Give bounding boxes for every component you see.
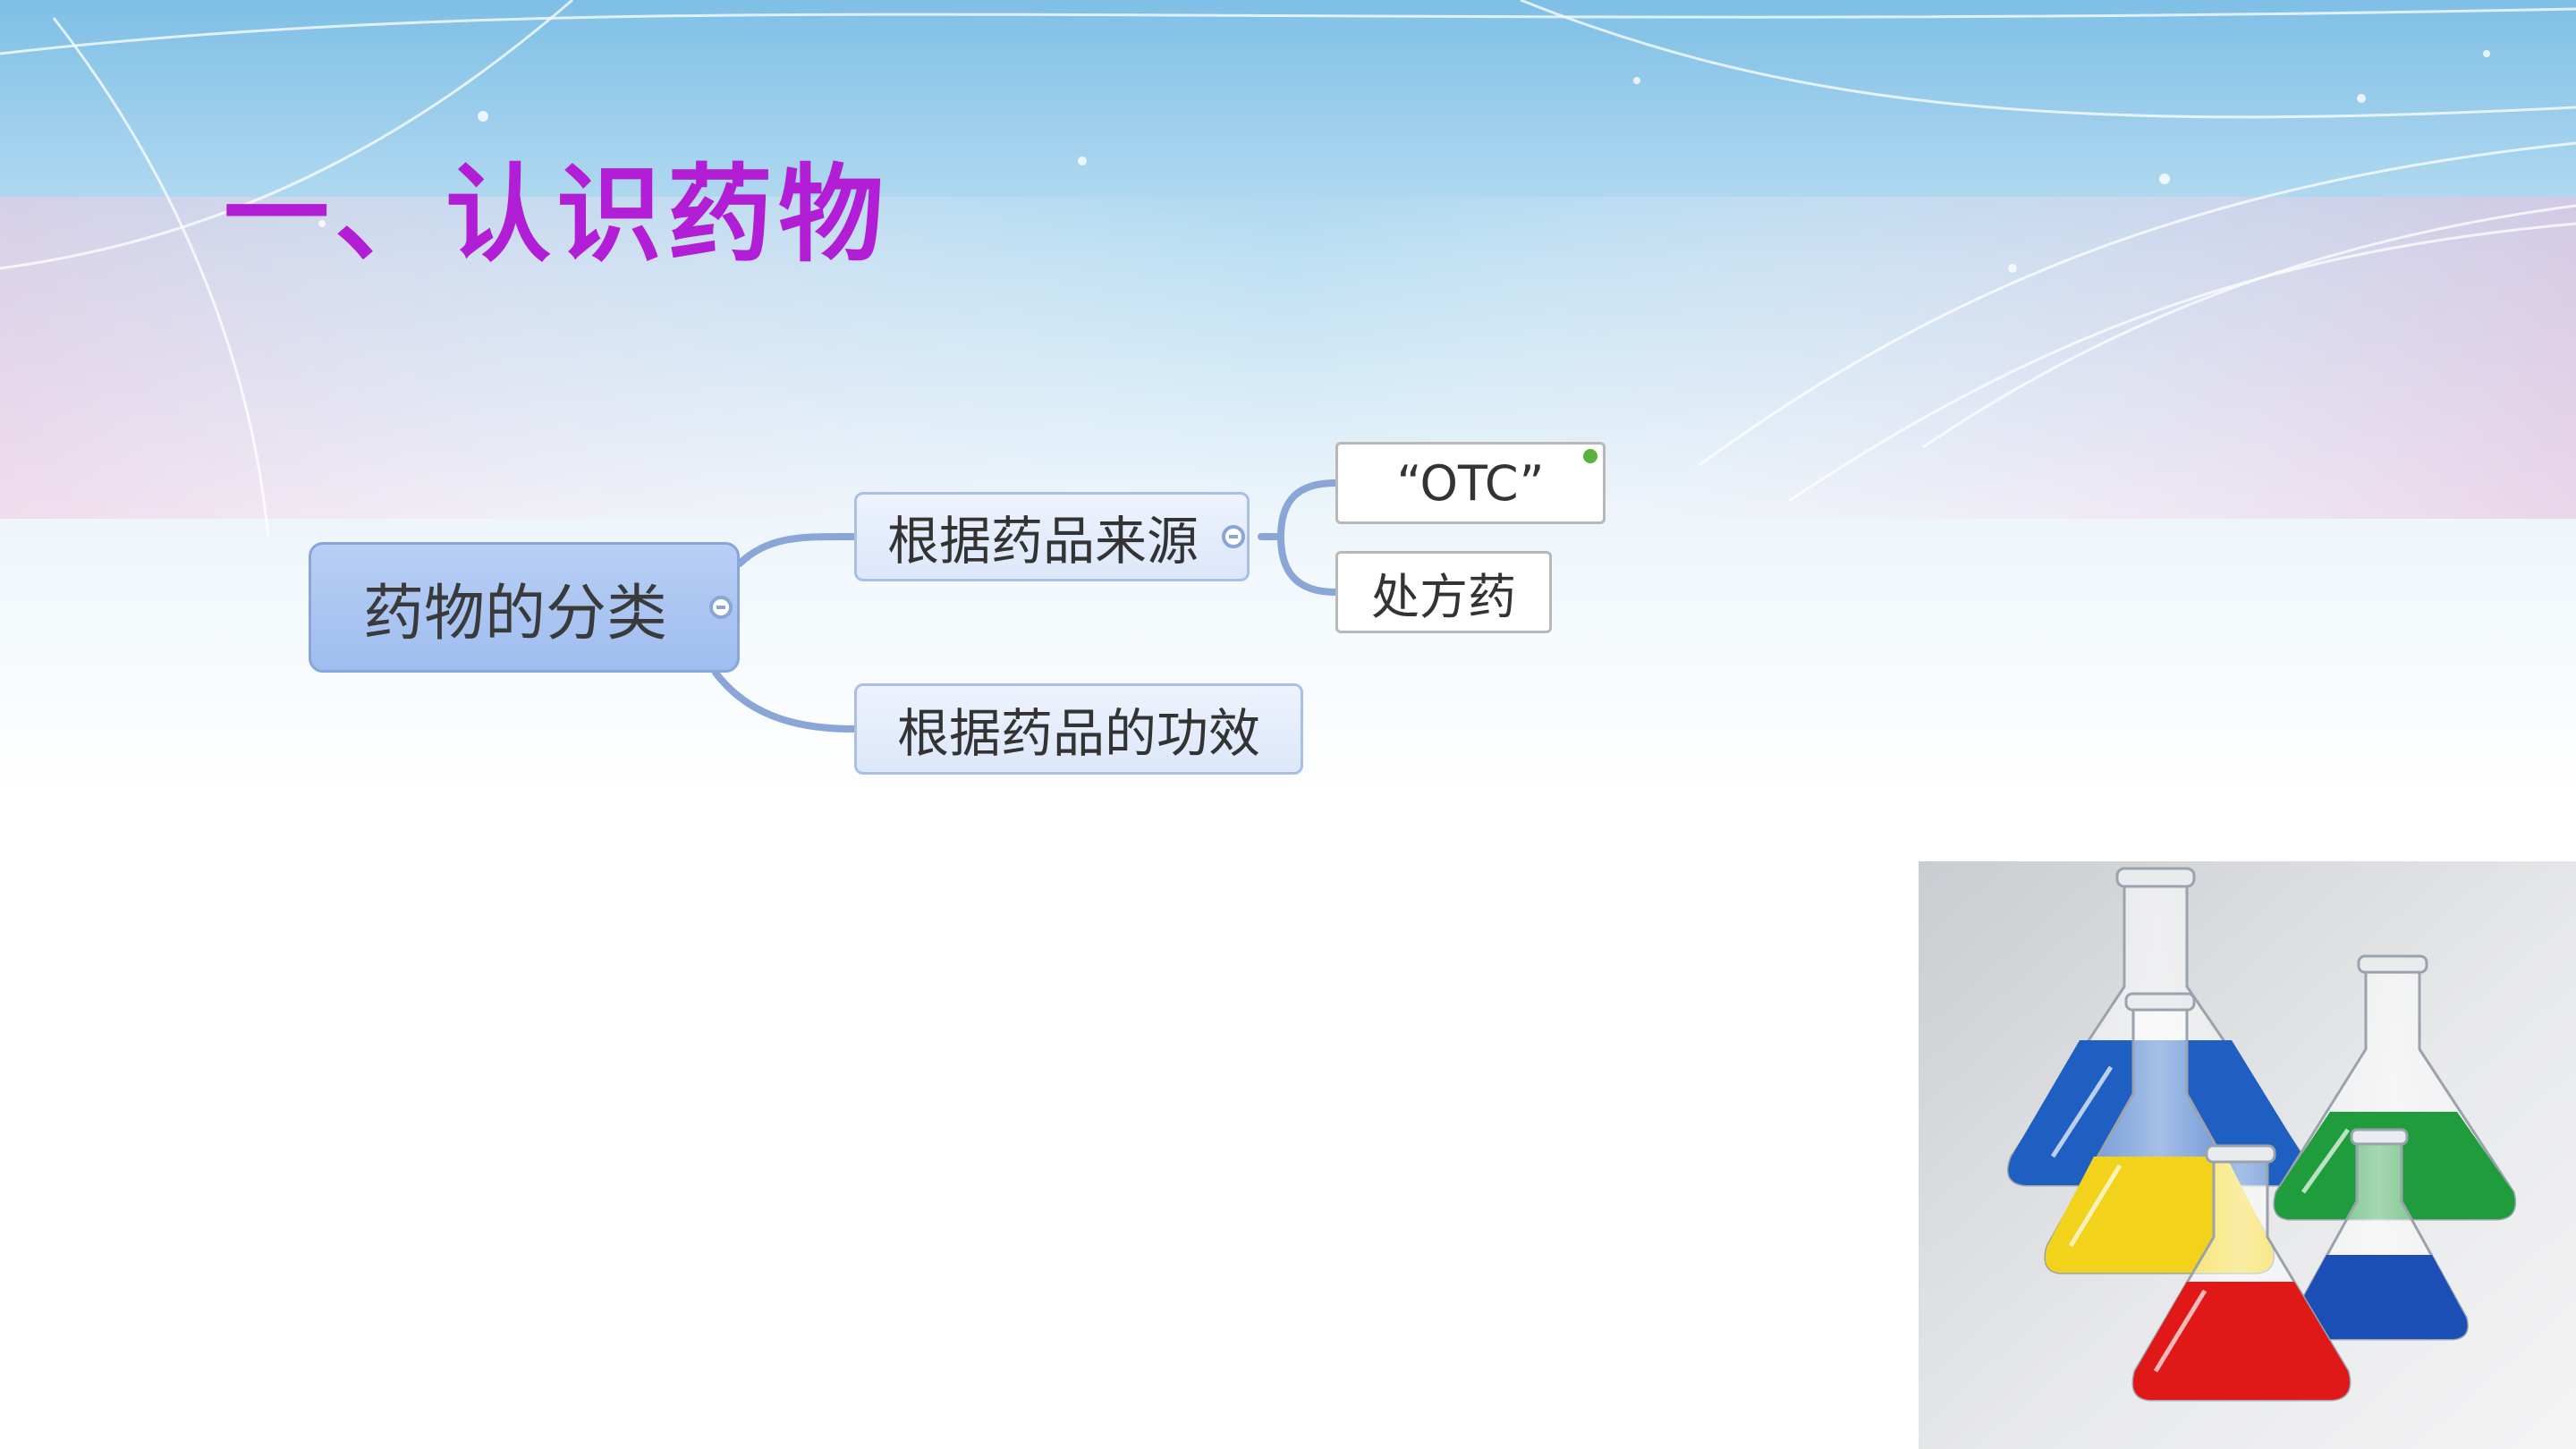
leaf-node-otc[interactable]: “OTC” — [1335, 442, 1606, 524]
root-node-label: 药物的分类 — [362, 578, 667, 649]
root-node[interactable]: 药物的分类 — [309, 542, 740, 673]
slide-title: 一、认识药物 — [224, 153, 890, 276]
branch-node-label: 根据药品的功效 — [896, 703, 1260, 764]
leaf-node-label: 处方药 — [1371, 568, 1516, 625]
leaf-node-prescription[interactable]: 处方药 — [1335, 551, 1552, 633]
connector-branch-leaf-2 — [1277, 533, 1339, 596]
branch-node-source[interactable]: 根据药品来源 — [854, 492, 1250, 581]
branch-node-efficacy[interactable]: 根据药品的功效 — [854, 683, 1303, 775]
collapse-icon[interactable] — [709, 596, 733, 619]
marker-dot-icon — [1583, 449, 1597, 463]
flask-photo — [1919, 861, 2576, 1449]
leaf-node-label: “OTC” — [1396, 454, 1545, 512]
connector-root-branch-1 — [736, 532, 858, 567]
connector-root-branch-2 — [712, 669, 858, 733]
branch-node-label: 根据药品来源 — [886, 511, 1199, 572]
connector-branch-leaf-1 — [1258, 479, 1339, 540]
collapse-icon[interactable] — [1222, 525, 1245, 548]
